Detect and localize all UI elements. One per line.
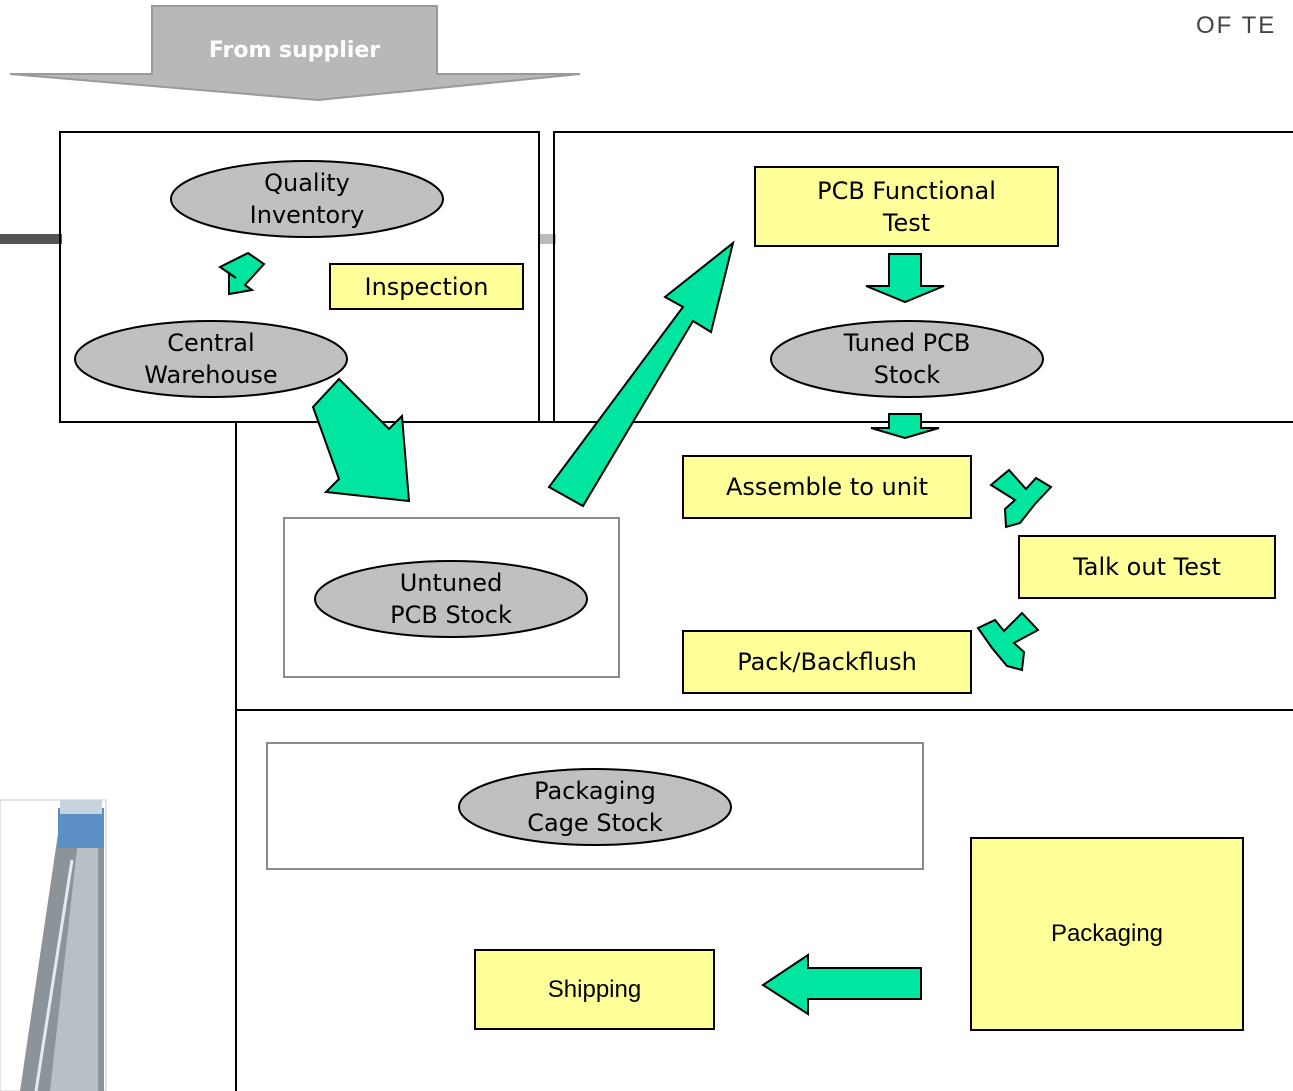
background-band [0,234,62,244]
arrow-packaging-to-shipping [761,953,922,1016]
background-band-gap [540,234,556,244]
arrow-warehouse-to-untuned [311,377,411,503]
central-warehouse-ellipse [74,320,348,398]
arrow-assemble-to-talkout [989,468,1053,529]
inspection-box [329,263,524,310]
assemble-to-unit-box [682,455,972,519]
tuned-pcb-stock-ellipse [770,320,1044,398]
pack-backflush-box [682,630,972,694]
arrow-talkout-to-pack [976,611,1040,672]
frame-packaging [235,709,1293,1091]
arrow-tuned-to-assemble [870,413,940,440]
pcb-functional-test-box [754,166,1059,247]
shipping-box [474,949,715,1030]
talk-out-test-box [1018,535,1276,599]
from-supplier-label: From supplier [208,37,381,63]
quality-inventory-ellipse [170,160,444,238]
packaging-cage-stock-ellipse [458,768,732,846]
packaging-box [970,837,1244,1031]
corner-partial-text: OF TE [1196,12,1277,39]
microphone-photo [0,799,107,1091]
arrow-test-to-tuned [865,253,945,304]
untuned-pcb-stock-ellipse [314,560,588,638]
arrow-untuned-to-functional-test [547,240,735,508]
arrow-quality-to-warehouse [218,251,266,296]
supplier-arrow [9,5,581,102]
